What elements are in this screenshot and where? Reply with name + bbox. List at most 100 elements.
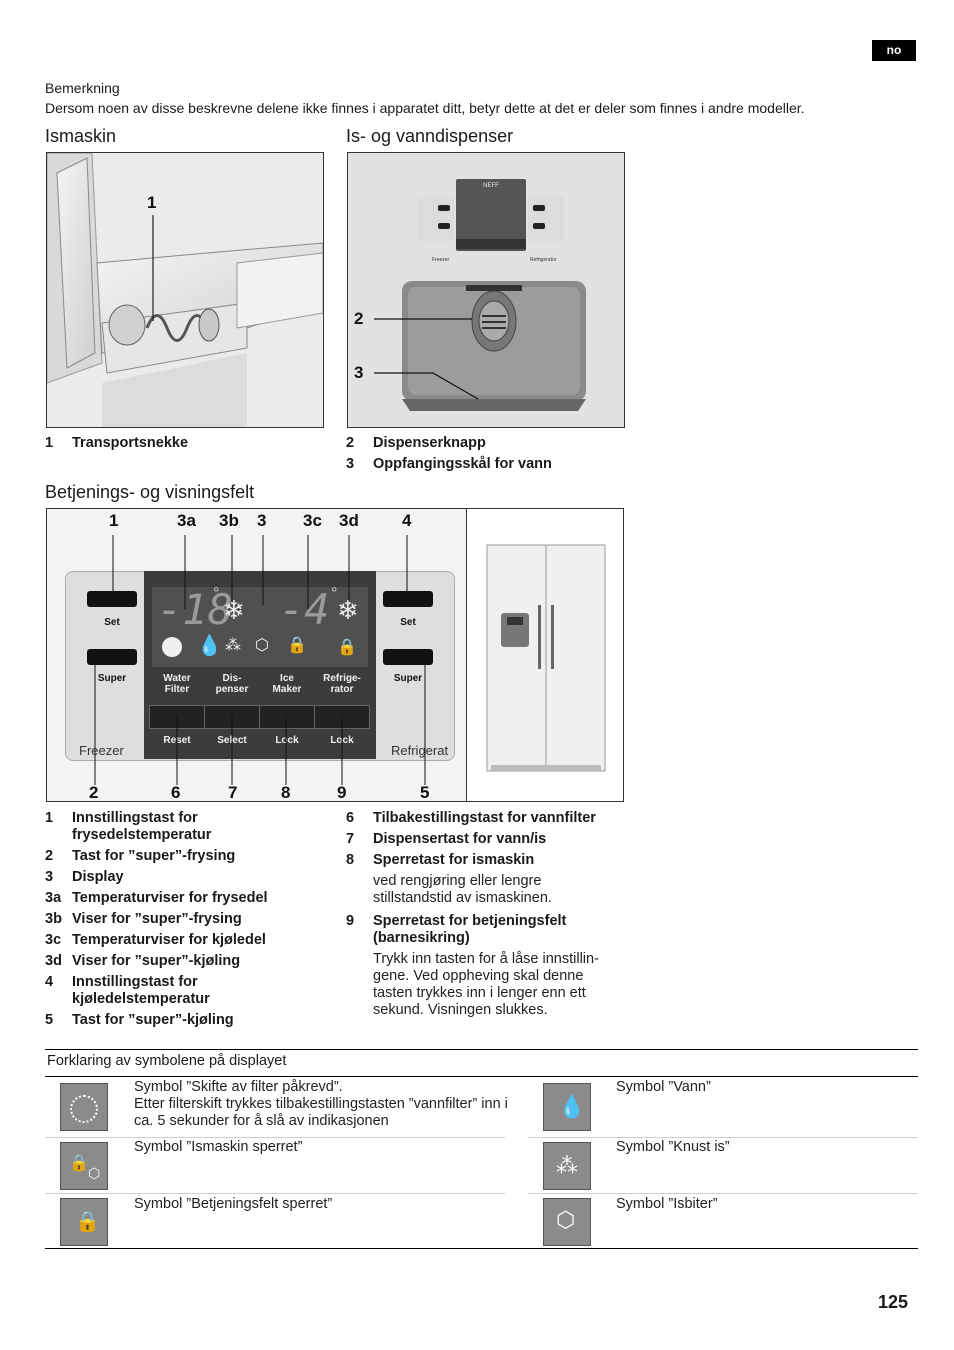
icemaker-heading: Ismaskin [45,126,117,146]
callout-top-3: 3 [257,511,267,530]
icemaker-lock-label: Lock [275,735,299,746]
item-num: 6 [346,810,355,826]
freezer-degree: ° [213,585,220,602]
item-num: 8 [346,852,355,868]
item-text: Temperaturviser for frysedel [72,890,268,906]
item-num: 3d [45,953,62,969]
icemaker-locked-icon: 🔒 ⬡ [60,1142,108,1190]
item-text: Tast for ”super”-kjøling [72,1012,234,1028]
item-num: 1 [45,435,54,451]
label-ice-maker: Ice Maker [272,673,302,695]
water-drop-icon: 💧 [543,1083,591,1131]
panel-items-left: 1 Innstillingstast for frysedelstemperat… [45,810,335,1033]
mini-zone-freezer: Freezer [432,257,450,263]
item-num: 3 [45,869,54,885]
super-freeze-icon: ❄ [223,595,245,625]
legend-divider [528,1137,918,1138]
item-text: Oppfangingsskål for vann [373,456,552,472]
item-text: Sperretast for ismaskin [373,852,535,868]
panel-item: 5 Tast for ”super”-kjøling [45,1012,335,1033]
set-left-button[interactable] [87,591,137,607]
zone-freezer-label: Freezer [79,743,124,758]
panel-items-right: 6 Tilbakestillingstast for vannfilter 7 … [346,810,626,1019]
legend-divider [45,1137,505,1138]
legend-icemaker-locked-text: Symbol ”Ismaskin sperret” [134,1139,303,1155]
icemaker-lock-indicator-icon: 🔒 [287,637,307,654]
panel-item: 9 Sperretast for betjeningsfelt (barnesi… [346,913,626,951]
item-text: Innstillingstast for frysedelstemperatur [72,810,212,843]
item-num: 1 [45,810,54,826]
legend-filter-text: Symbol ”Skifte av filter påkrevd”. Etter… [134,1079,508,1129]
item-text: Viser for ”super”-kjøling [72,953,241,969]
item-text: Display [72,869,124,885]
legend-divider [45,1193,505,1194]
icemaker-item-1: 1 Transportsnekke [45,435,325,452]
filter-icon [60,1083,108,1131]
legend-water-text: Symbol ”Vann” [616,1079,711,1095]
panel-item: 2 Tast for ”super”-frysing [45,848,335,869]
callout-top-4: 4 [402,511,412,530]
callout-bottom-6: 6 [171,783,181,802]
callout-bottom-8: 8 [281,783,291,802]
item-text: Viser for ”super”-frysing [72,911,242,927]
panel-figure: -18 ° ❄ -4 ° ❄ 💧 ⁂ ⬡ 🔒 🔒 Set Super Set S… [46,508,624,802]
item-text: Temperaturviser for kjøledel [72,932,266,948]
super-left-button[interactable] [87,649,137,665]
panel-item-8-note: ved rengjøring eller lengre stillstandst… [373,873,552,906]
icemaker-lock-button[interactable] [259,705,315,729]
item-num: 5 [45,1012,54,1028]
panel-detail: -18 ° ❄ -4 ° ❄ 💧 ⁂ ⬡ 🔒 🔒 Set Super Set S… [47,509,467,801]
callout-2: 2 [354,309,364,328]
legend-ice-cubes-text: Symbol ”Isbiter” [616,1196,718,1212]
super-left-label: Super [97,673,127,684]
item-num: 7 [346,831,355,847]
crushed-ice-indicator-icon: ⁂ [225,637,241,654]
mini-zone-refrigerator: Refrigerator [530,257,557,263]
icemaker-illustration [47,153,323,427]
set-right-button[interactable] [383,591,433,607]
mini-brand: NEFF [483,183,499,189]
leader-lines [94,535,426,785]
filter-indicator-icon [162,637,182,657]
icemaker-figure: 1 [46,152,324,428]
item-num: 3 [346,456,355,472]
ice-cubes-indicator-icon: ⬡ [255,637,269,654]
super-cool-icon: ❄ [337,595,359,625]
legend-heading: Forklaring av symbolene på displayet [47,1053,287,1069]
panel-item: 3c Temperaturviser for kjøledel [45,932,335,953]
symbol-legend [45,1049,918,1249]
ice-cubes-icon: ⬡ [543,1198,591,1246]
item-num: 2 [45,848,54,864]
callout-bottom-5: 5 [420,783,430,802]
callout-bottom-2: 2 [89,783,99,802]
legend-crushed-ice-text: Symbol ”Knust is” [616,1139,730,1155]
set-left-label: Set [104,617,120,628]
item-num: 2 [346,435,355,451]
panel-lock-indicator-icon: 🔒 [337,639,357,656]
item-text: Transportsnekke [72,435,189,451]
freezer-temp: -18 [157,585,233,634]
item-num: 3a [45,890,62,906]
panel-item: 4 Innstillingstast for kjøledelstemperat… [45,974,335,1012]
panel-heading: Betjenings- og visningsfelt [45,482,255,502]
dispenser-illustration [348,153,624,427]
panel-item: 7 Dispensertast for vann/is [346,831,626,852]
item-text: Dispensertast for vann/is [373,831,547,847]
fridge-temp: -4 [279,585,330,634]
note-text: Dersom noen av disse beskrevne delene ik… [45,100,805,116]
label-water-filter: Water Filter [163,673,191,695]
language-tag: no [872,40,916,61]
callout-bottom-7: 7 [228,783,238,802]
callout-1: 1 [147,193,157,212]
dispenser-item-2: 2 Dispenserknapp [346,435,646,452]
label-dispenser: Dis- penser [215,673,249,695]
note-title: Bemerkning [45,80,120,96]
panel-locked-icon: 🔒 [60,1198,108,1246]
fridge-degree: ° [331,585,338,602]
item-text: Tilbakestillingstast for vannfilter [373,810,596,826]
callout-top-1: 1 [109,511,119,530]
item-text: Innstillingstast for kjøledelstemperatur [72,974,210,1007]
legend-panel-locked-text: Symbol ”Betjeningsfelt sperret” [134,1196,333,1212]
fridge-thumbnail [467,509,623,801]
super-right-button[interactable] [383,649,433,665]
